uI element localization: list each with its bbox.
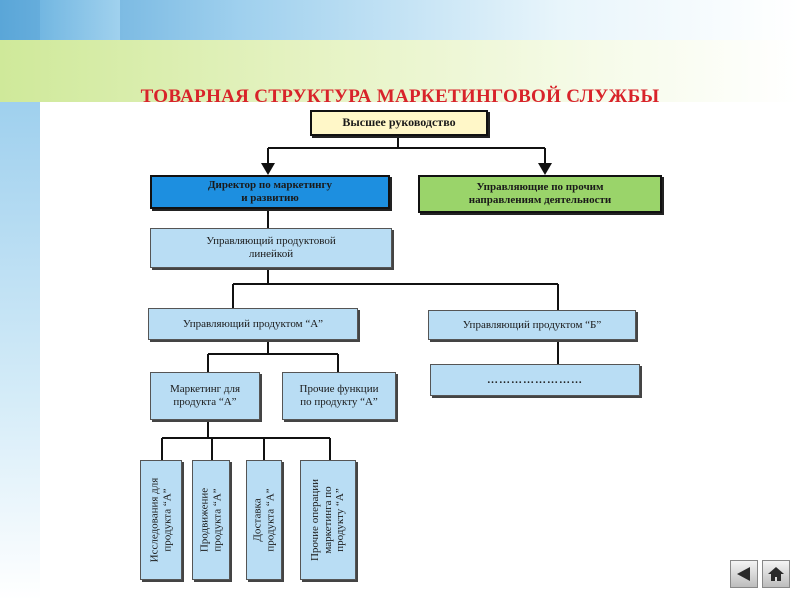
promotion-a-box: Продвижение продукта “А” <box>192 460 230 580</box>
marketing-a-box: Маркетинг для продукта “А” <box>150 372 260 420</box>
triangle-left-icon <box>737 567 750 581</box>
delivery-a-label: Доставка продукта “А” <box>251 488 276 552</box>
title-band <box>0 40 800 102</box>
left-gradient-strip <box>0 102 40 600</box>
director-label: Директор по маркетингу и развитию <box>207 179 332 204</box>
product-a-manager-box: Управляющий продуктом “А” <box>148 308 358 340</box>
product-b-manager-box: Управляющий продуктом “Б” <box>428 310 636 340</box>
product-line-manager-box: Управляющий продуктовой линейкой <box>150 228 392 268</box>
home-icon <box>768 567 784 581</box>
ellipsis-box: …………………… <box>430 364 640 396</box>
other-managers-label: Управляющие по прочим направлениям деяте… <box>468 181 612 206</box>
research-a-label: Исследования для продукта “А” <box>148 477 173 563</box>
other-functions-a-box: Прочие функции по продукту “А” <box>282 372 396 420</box>
marketing-a-label: Маркетинг для продукта “А” <box>169 383 241 408</box>
promotion-a-label: Продвижение продукта “А” <box>198 487 223 553</box>
home-button[interactable] <box>762 560 790 588</box>
back-button[interactable] <box>730 560 758 588</box>
director-box: Директор по маркетингу и развитию <box>150 175 390 209</box>
product-line-manager-label: Управляющий продуктовой линейкой <box>206 235 336 260</box>
other-ops-a-box: Прочие операции маркетинга по продукту “… <box>300 460 356 580</box>
delivery-a-box: Доставка продукта “А” <box>246 460 282 580</box>
product-b-manager-label: Управляющий продуктом “Б” <box>462 318 602 331</box>
header-gradient <box>0 0 800 40</box>
research-a-box: Исследования для продукта “А” <box>140 460 182 580</box>
header-accent <box>40 0 120 40</box>
top-management-box: Высшее руководство <box>310 110 488 136</box>
other-functions-a-label: Прочие функции по продукту “А” <box>299 383 379 408</box>
other-managers-box: Управляющие по прочим направлениям деяте… <box>418 175 662 213</box>
product-a-manager-label: Управляющий продуктом “А” <box>182 317 324 330</box>
top-management-label: Высшее руководство <box>342 115 456 130</box>
ellipsis-label: …………………… <box>487 373 583 386</box>
slide-title: ТОВАРНАЯ СТРУКТУРА МАРКЕТИНГОВОЙ СЛУЖБЫ <box>140 86 660 107</box>
other-ops-a-label: Прочие операции маркетинга по продукту “… <box>309 478 347 562</box>
